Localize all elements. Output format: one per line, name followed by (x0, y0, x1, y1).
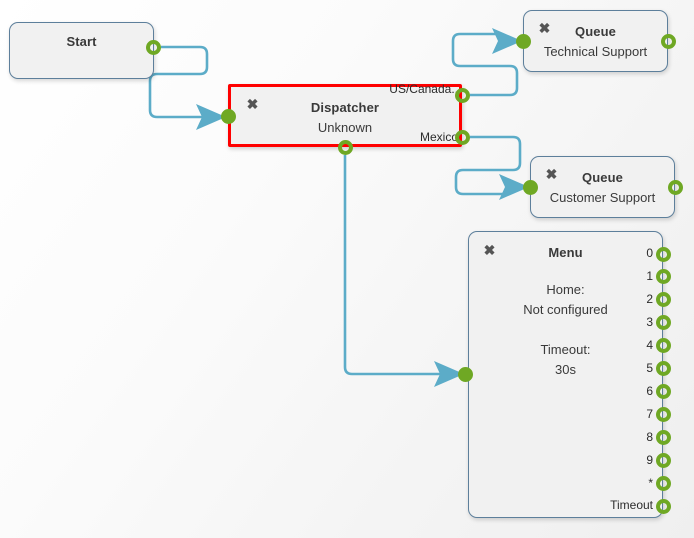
wire-start-to-dispatcher (148, 45, 209, 119)
node-menu-output-label-9: 9 (646, 452, 653, 467)
node-dispatcher-output-port-bottom[interactable] (338, 140, 353, 155)
node-queue-customer-support-title: Queue (582, 170, 623, 185)
node-menu-home-label: Home: (546, 282, 585, 297)
node-dispatcher-output-port-mexico[interactable] (455, 130, 470, 145)
node-dispatcher-subtitle: Unknown (317, 120, 373, 135)
node-queue-technical-support-subtitle: Technical Support (543, 44, 648, 59)
node-menu-output-port-7[interactable] (656, 407, 671, 423)
node-menu-output-port-2[interactable] (656, 292, 671, 308)
node-start[interactable]: Start (9, 22, 154, 79)
node-menu-output-label-timeout: Timeout (610, 498, 653, 513)
node-queue-technical-support-close-icon[interactable]: ✖ (538, 20, 551, 36)
node-queue-technical-support-title: Queue (575, 24, 616, 39)
node-menu-output-port-4[interactable] (656, 338, 671, 354)
node-menu-output-port-9[interactable] (656, 453, 671, 469)
node-menu-output-label-4: 4 (646, 337, 653, 352)
node-menu[interactable]: ✖ Menu Home: Not configured Timeout: 30s (468, 231, 663, 518)
node-menu-output-port-timeout[interactable] (656, 498, 671, 514)
node-menu-output-label-1: 1 (646, 268, 653, 283)
node-menu-output-port-0[interactable] (656, 246, 671, 262)
node-menu-output-label-2: 2 (646, 291, 653, 306)
node-menu-output-port-6[interactable] (656, 384, 671, 400)
node-menu-output-label-8: 8 (646, 429, 653, 444)
node-menu-input-port[interactable] (458, 367, 473, 382)
node-menu-output-port-star[interactable] (656, 476, 671, 491)
node-start-output-port[interactable] (146, 40, 161, 55)
node-dispatcher[interactable]: ✖ Dispatcher Unknown (228, 84, 462, 147)
node-menu-close-icon[interactable]: ✖ (483, 242, 496, 258)
node-start-title: Start (66, 34, 97, 49)
node-menu-timeout-value: 30s (555, 362, 576, 377)
node-menu-home-value: Not configured (523, 302, 608, 317)
wire-dispatcher-uscanada-to-queue-technical (451, 32, 519, 97)
node-menu-output-label-0: 0 (646, 246, 653, 260)
node-menu-output-label-7: 7 (646, 406, 653, 421)
node-menu-output-label-3: 3 (646, 314, 653, 329)
node-menu-output-port-8[interactable] (656, 430, 671, 446)
wire-dispatcher-mexico-to-queue-customer (454, 135, 522, 196)
node-dispatcher-close-icon[interactable]: ✖ (246, 96, 259, 112)
node-queue-customer-support-input-port[interactable] (523, 180, 538, 195)
node-queue-customer-support-subtitle: Customer Support (549, 190, 656, 205)
node-menu-output-port-5[interactable] (656, 361, 671, 377)
node-menu-output-label-star: * (648, 475, 653, 490)
node-queue-customer-support-output-port[interactable] (668, 180, 683, 195)
node-dispatcher-output-label-us-canada: US/Canada.. (389, 82, 458, 96)
node-menu-output-port-1[interactable] (656, 269, 671, 285)
wire-dispatcher-bottom-to-menu (343, 155, 443, 376)
node-menu-output-label-6: 6 (646, 383, 653, 398)
node-dispatcher-title: Dispatcher (310, 100, 380, 115)
node-dispatcher-output-label-mexico: Mexico (419, 130, 458, 144)
node-menu-output-label-5: 5 (646, 360, 653, 375)
node-dispatcher-input-port[interactable] (221, 109, 236, 124)
node-menu-output-port-3[interactable] (656, 315, 671, 331)
node-queue-technical-support[interactable]: ✖ Queue Technical Support (523, 10, 668, 72)
node-menu-title: Menu (548, 245, 583, 260)
node-queue-customer-support-close-icon[interactable]: ✖ (545, 166, 558, 182)
node-queue-technical-support-input-port[interactable] (516, 34, 531, 49)
node-menu-timeout-label: Timeout: (540, 342, 591, 357)
node-dispatcher-output-port-us-canada[interactable] (455, 88, 470, 103)
node-queue-technical-support-output-port[interactable] (661, 34, 676, 49)
node-queue-customer-support[interactable]: ✖ Queue Customer Support (530, 156, 675, 218)
